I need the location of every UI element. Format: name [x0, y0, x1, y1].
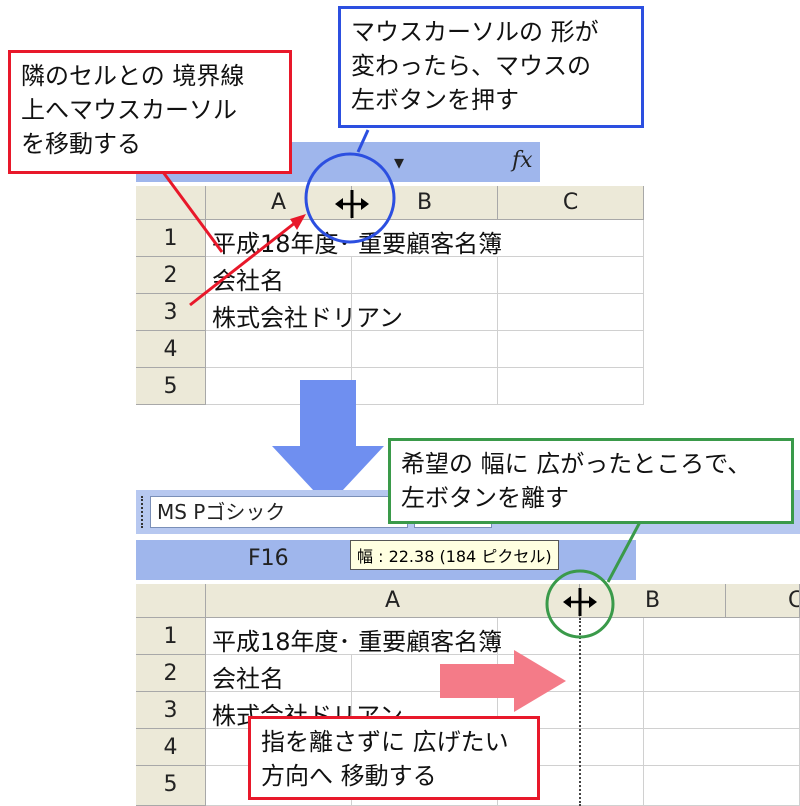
row-header-4[interactable]: 4: [136, 331, 206, 368]
row-header-2[interactable]: 2: [136, 655, 206, 692]
cell[interactable]: [206, 220, 352, 257]
cell[interactable]: [498, 257, 644, 294]
column-header-c[interactable]: C: [726, 584, 800, 618]
resize-cursor-icon: [563, 588, 597, 616]
callout-press-button: マウスカーソルの 形が 変わったら、マウスの 左ボタンを押す: [338, 6, 644, 128]
callout-connectors-top: [161, 129, 370, 307]
cell[interactable]: [206, 331, 352, 368]
font-name-box[interactable]: MS Pゴシック: [150, 496, 408, 528]
name-box-dropdown-icon[interactable]: ▾: [394, 150, 405, 174]
row-header-4[interactable]: 4: [136, 729, 206, 766]
column-header-b[interactable]: B: [580, 584, 726, 618]
column-width-tooltip: 幅 : 22.38 (184 ピクセル): [350, 540, 559, 570]
border-highlight-circle: [545, 569, 615, 639]
cell[interactable]: [206, 294, 352, 331]
cell-a2-text: 会社名: [212, 665, 284, 693]
cell[interactable]: [352, 331, 498, 368]
cell[interactable]: [352, 257, 498, 294]
cell[interactable]: [352, 618, 498, 655]
column-header-a[interactable]: A: [206, 584, 580, 618]
callout-connector-green: [606, 521, 642, 583]
cell[interactable]: [498, 368, 644, 405]
row-header-2[interactable]: 2: [136, 257, 206, 294]
cell[interactable]: [206, 257, 352, 294]
row-header-5[interactable]: 5: [136, 766, 206, 806]
cell[interactable]: [644, 766, 800, 806]
row-header-5[interactable]: 5: [136, 368, 206, 405]
cell[interactable]: [352, 294, 498, 331]
fx-icon[interactable]: fx: [512, 148, 533, 173]
cell[interactable]: [206, 655, 352, 692]
column-header-b[interactable]: B: [352, 186, 498, 220]
cell[interactable]: [352, 220, 498, 257]
column-header-c[interactable]: C: [498, 186, 644, 220]
select-all-corner[interactable]: [136, 584, 206, 618]
cell-a3-text: 株式会社ドリアン: [212, 304, 404, 332]
cell[interactable]: [352, 368, 498, 405]
cell[interactable]: [206, 618, 352, 655]
right-arrow-icon: [440, 650, 566, 712]
toolbar-grip: [141, 496, 146, 528]
cell-a1-text: 平成18年度･ 重要顧客名簿: [212, 230, 503, 258]
down-arrow-icon: [272, 380, 384, 506]
cell-a2-text: 会社名: [212, 267, 284, 295]
cell[interactable]: [644, 655, 800, 692]
cell-a1-text: 平成18年度･ 重要顧客名簿: [212, 628, 503, 656]
resize-cursor-icon: [335, 190, 369, 218]
row-header-1[interactable]: 1: [136, 618, 206, 655]
name-box[interactable]: F16: [248, 546, 289, 571]
column-header-a[interactable]: A: [206, 186, 352, 220]
callout-drag-direction: 指を離さずに 広げたい 方向へ 移動する: [248, 716, 540, 800]
callout-move-cursor: 隣のセルとの 境界線 上へマウスカーソル を移動する: [8, 50, 292, 174]
cell[interactable]: [498, 294, 644, 331]
border-highlight-circle: [304, 152, 396, 244]
cell[interactable]: [644, 618, 800, 655]
row-header-1[interactable]: 1: [136, 220, 206, 257]
cell[interactable]: [498, 331, 644, 368]
row-header-3[interactable]: 3: [136, 692, 206, 729]
column-width-guide-line: [579, 618, 581, 806]
cell[interactable]: [498, 220, 644, 257]
callout-release-button: 希望の 幅に 広がったところで、 左ボタンを離す: [388, 438, 794, 524]
cell[interactable]: [644, 692, 800, 729]
cell[interactable]: [644, 729, 800, 766]
